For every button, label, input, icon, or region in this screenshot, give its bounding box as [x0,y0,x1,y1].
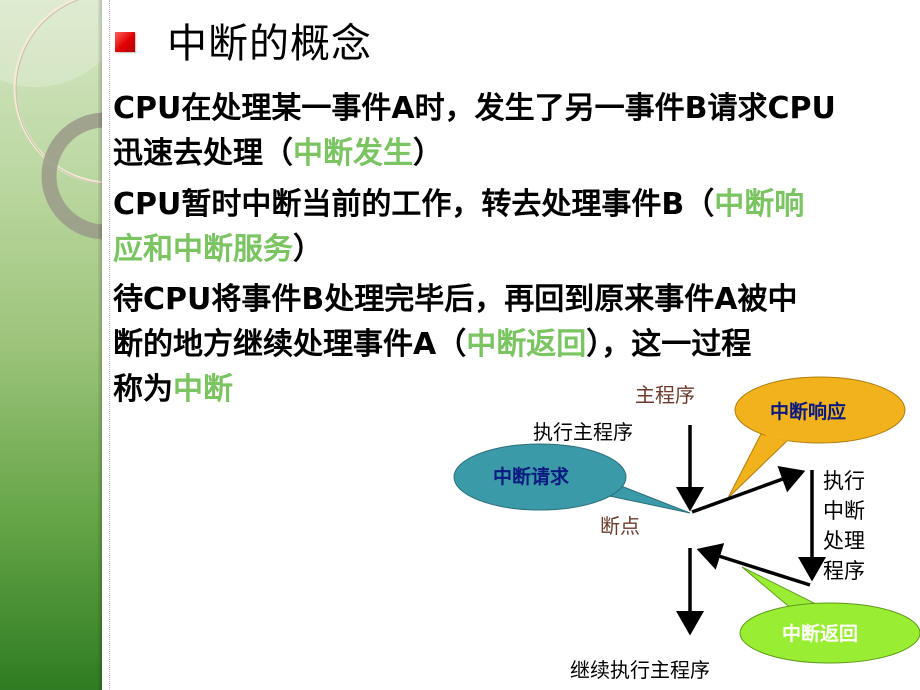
body-text: CPU暂时中断当前的工作，转去处理事件B（ [113,187,715,222]
bubble-text-request: 中断请求 [493,466,570,488]
paragraph-interrupt-return: 待CPU将事件B处理完毕后，再回到原来事件A被中断的地方继续处理事件A（中断返回… [113,277,913,412]
highlight-term: 中断 [173,372,233,407]
highlight-term: 中断响 [714,187,805,222]
sidebar-decoration [0,0,102,690]
flow-arrows [676,425,826,636]
paragraph-line: CPU在处理某一事件A时，发生了另一事件B请求CPU [113,86,913,131]
paragraph-line: 断的地方继续处理事件A（中断返回），这一过程 [113,322,913,367]
label-execute-main: 执行主程序 [533,420,633,444]
body-text: 称为 [113,372,173,407]
label-breakpoint: 断点 [600,514,640,538]
bubble-text-return: 中断返回 [782,623,859,645]
sidebar-shadow [98,0,102,690]
decorative-rings-icon [0,0,102,240]
paragraph-line: 应和中断服务） [113,227,913,272]
body-text: ），这一过程 [586,327,752,362]
paragraph-line: CPU暂时中断当前的工作，转去处理事件B（中断响 [113,182,913,227]
label-main-program: 主程序 [635,383,695,407]
sidebar-divider [109,0,110,690]
body-text: 待CPU将事件B处理完毕后，再回到原来事件A被中 [113,282,798,317]
paragraph-line: 称为中断 [113,367,913,412]
paragraph-interrupt-response: CPU暂时中断当前的工作，转去处理事件B（中断响应和中断服务） [113,182,913,272]
title-bullet-icon [115,32,135,52]
bubble-interrupt-request [453,443,691,514]
slide-title: 中断的概念 [167,21,372,67]
label-execute-isr: 执行中断处理程序 [823,469,865,583]
body-text: ） [413,136,443,171]
paragraph-line: 待CPU将事件B处理完毕后，再回到原来事件A被中 [113,277,913,322]
highlight-term: 应和中断服务 [113,232,293,267]
body-text: CPU在处理某一事件A时，发生了另一事件B请求CPU [113,91,836,126]
paragraph-interrupt-occurs: CPU在处理某一事件A时，发生了另一事件B请求CPU 迅速去处理（中断发生） [113,86,913,176]
paragraph-line: 迅速去处理（中断发生） [113,131,913,176]
body-text: 断的地方继续处理事件A（ [113,327,467,362]
bubble-text-response: 中断响应 [770,401,847,423]
highlight-term: 中断返回 [466,327,587,362]
label-continue-main: 继续执行主程序 [570,658,710,682]
body-text: 迅速去处理（ [113,136,293,171]
body-text: ） [293,232,323,267]
highlight-term: 中断发生 [293,136,413,171]
